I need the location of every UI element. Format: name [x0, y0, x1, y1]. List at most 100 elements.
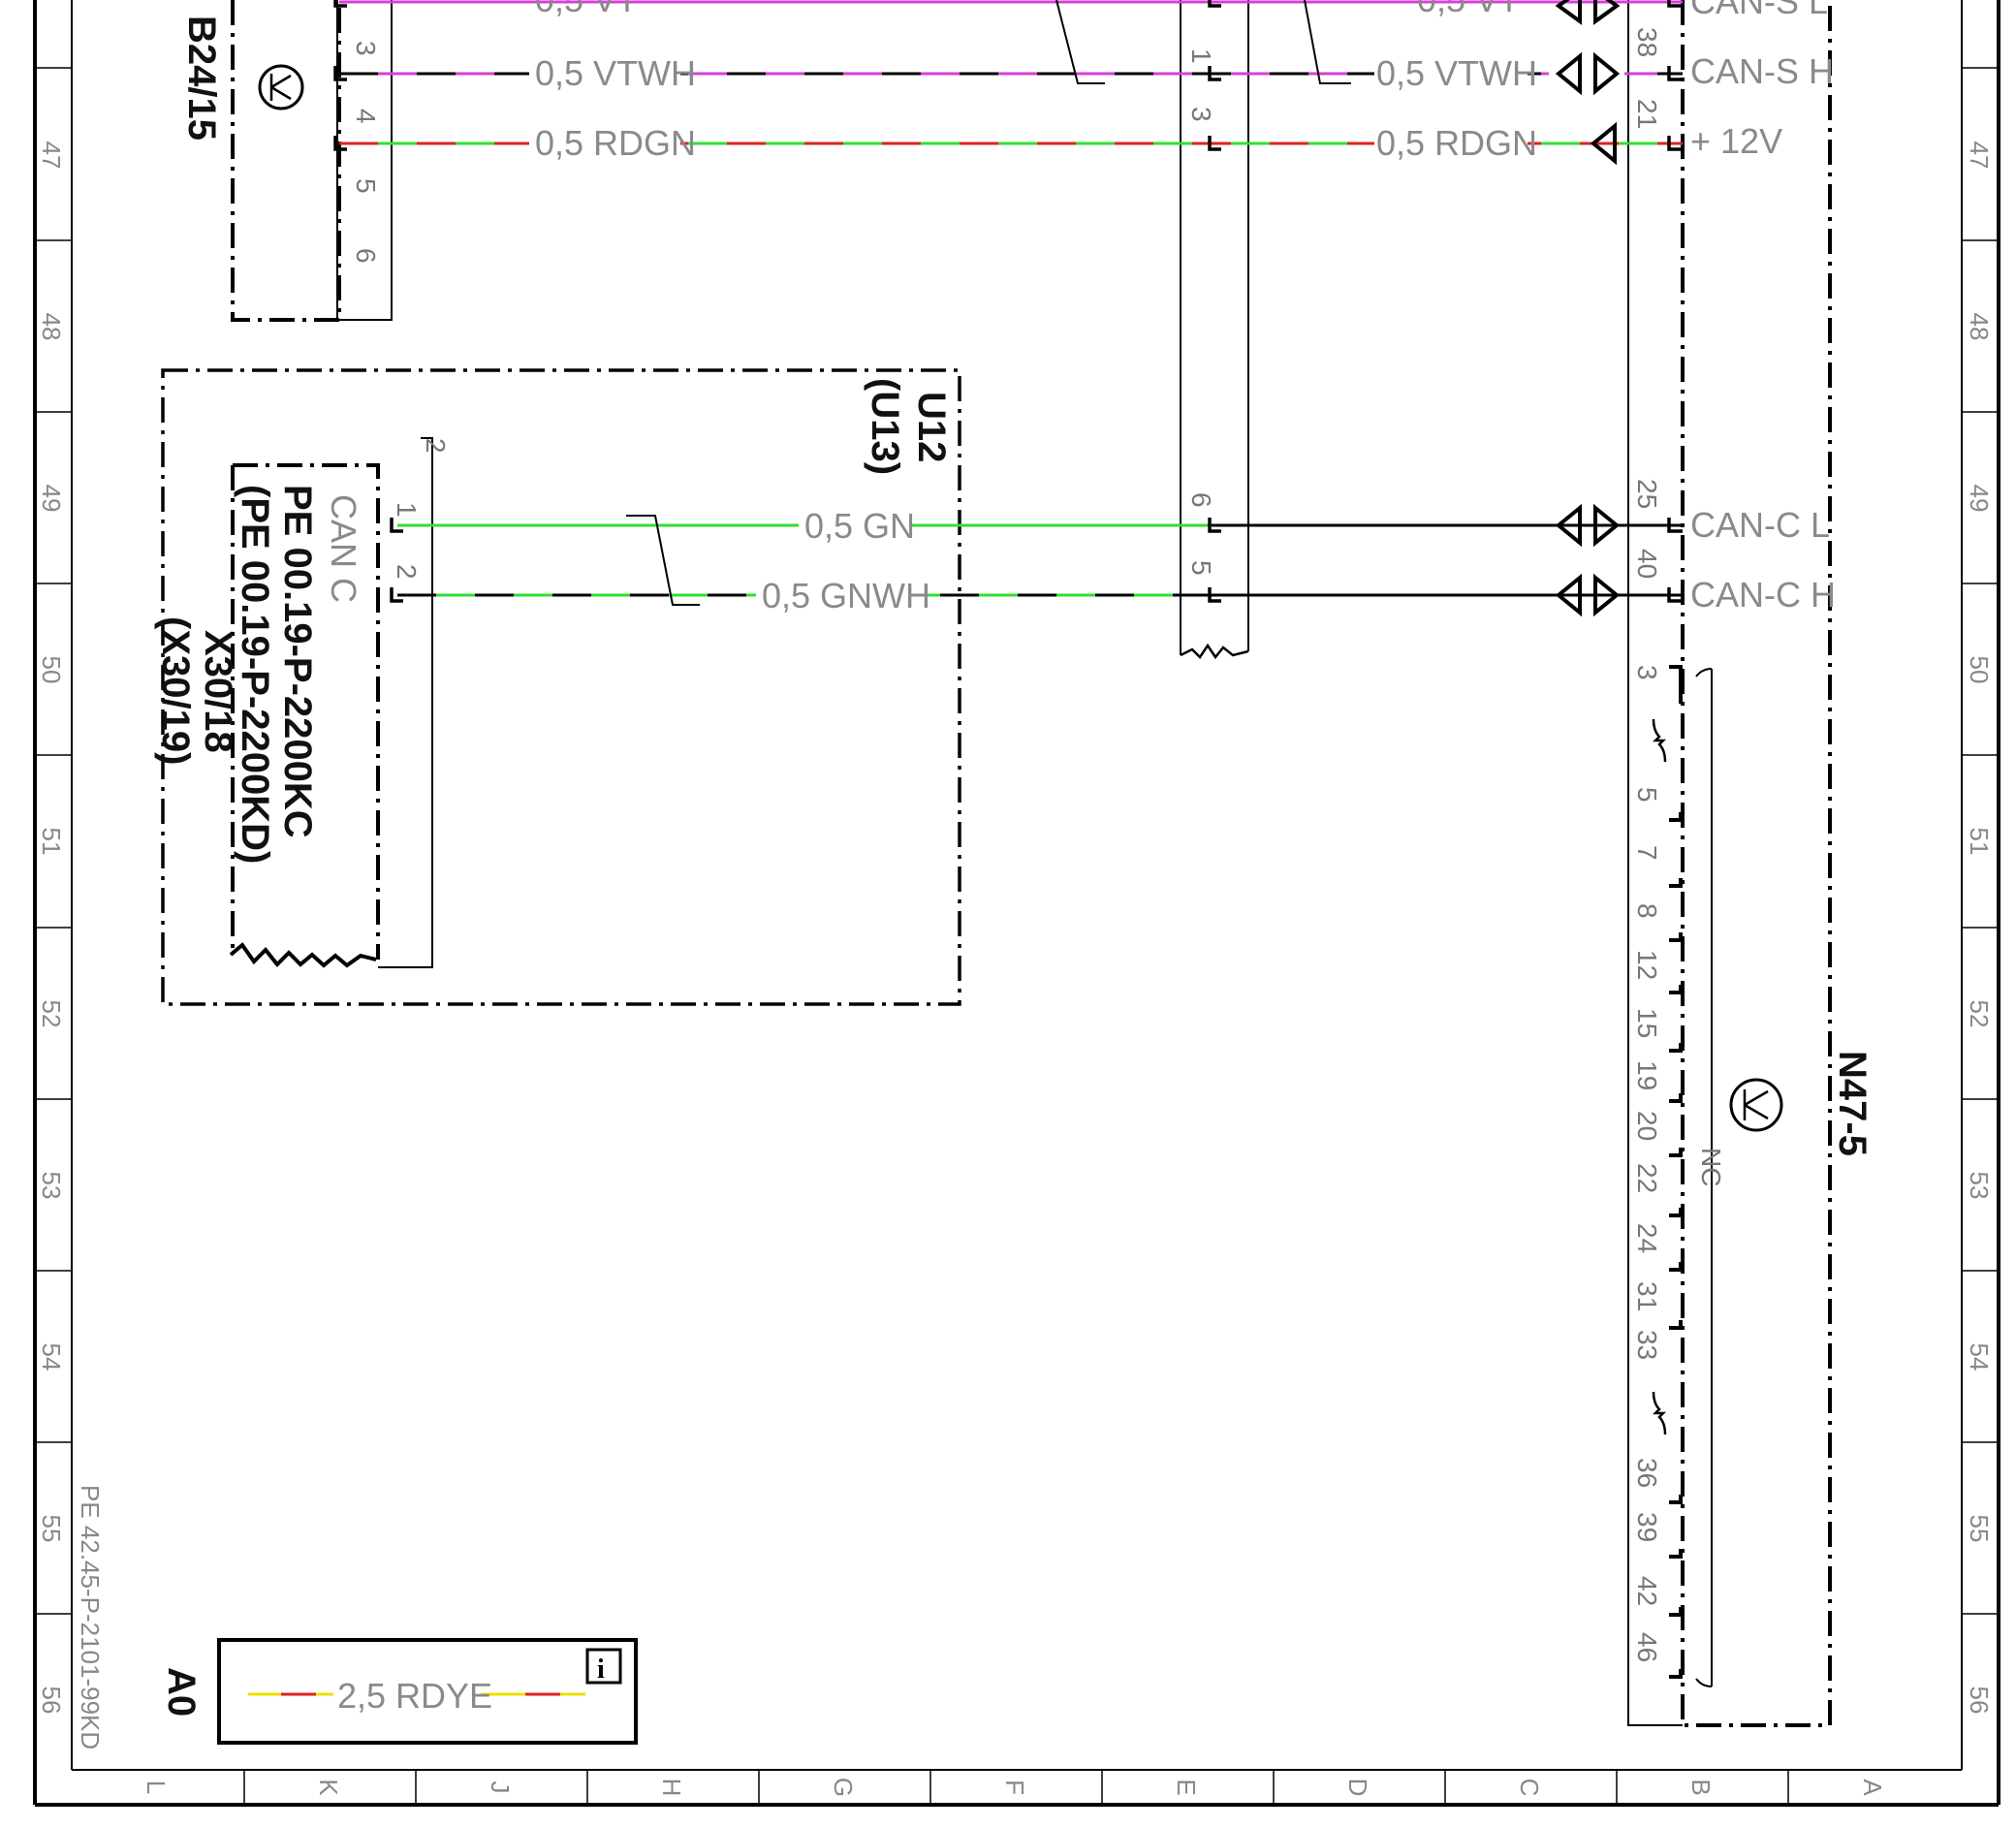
nc-pin: 42	[1632, 1576, 1662, 1606]
n47-pin: 25	[1632, 479, 1662, 509]
a0-wire-label: 2,5 RDYE	[337, 1676, 492, 1716]
column-letters: L K J H G F E D C B A	[142, 1778, 1887, 1797]
drawing-frame	[33, 0, 2000, 1807]
contacts	[333, 0, 1683, 603]
row-number: 53	[1965, 1172, 1994, 1200]
n47-signal: CAN-C L	[1690, 505, 1830, 545]
n47-signal: CAN-C H	[1690, 575, 1836, 615]
row-number: 54	[1965, 1343, 1994, 1371]
b24-pin: 5	[351, 178, 381, 194]
column-letter: B	[1686, 1779, 1716, 1795]
b24-pin: 6	[351, 248, 381, 264]
wire-vt: 0,5 VT 0,5 VT	[339, 0, 1683, 19]
transistor-symbol	[1729, 1078, 1783, 1132]
row-number: 50	[1965, 656, 1994, 684]
row-number: 50	[37, 656, 66, 684]
info-icon	[585, 1648, 622, 1685]
wire-label-gn: 0,5 GN	[804, 506, 915, 546]
nc-pin: 20	[1632, 1111, 1662, 1141]
n47-signal: + 12V	[1690, 121, 1782, 161]
row-number: 47	[37, 142, 66, 170]
row-number: 48	[1965, 313, 1994, 341]
wire-label-rdgn-right: 0,5 RDGN	[1376, 123, 1537, 163]
column-letter: E	[1172, 1779, 1201, 1795]
nc-pin: 36	[1632, 1458, 1662, 1488]
row-number: 52	[1965, 1000, 1994, 1028]
x30-pin-group: 2	[421, 438, 451, 454]
wire-label-vt-left: 0,5 VT	[535, 0, 638, 19]
row-number: 51	[37, 828, 66, 856]
nc-pin: 33	[1632, 1330, 1662, 1360]
row-number: 56	[37, 1686, 66, 1715]
column-ticks	[243, 1770, 1789, 1805]
row-number: 47	[1965, 142, 1994, 170]
nc-pin: 31	[1632, 1281, 1662, 1311]
x30-label: X30/18	[197, 630, 239, 753]
transistor-symbol	[258, 64, 304, 110]
row-numbers-left: 47 48 49 50 51 52 53 54 55 56	[37, 142, 66, 1715]
diagram-id: PE 42.45-P-2101-99KD	[76, 1485, 105, 1749]
splice-pin: 1	[1186, 48, 1216, 64]
splice-pin: 5	[1186, 560, 1216, 576]
nc-pin: 39	[1632, 1512, 1662, 1542]
wires: 0,5 VT 0,5 VT 0,5 VTWH 0,5 VTWH 0,5 RDGN…	[339, 0, 1683, 615]
wire-label-gnwh: 0,5 GNWH	[762, 576, 930, 615]
column-letter: C	[1515, 1779, 1544, 1797]
b24-pin: 4	[351, 109, 381, 124]
nc-pin: 19	[1632, 1060, 1662, 1090]
nc-pin: 8	[1632, 903, 1662, 919]
column-letter: L	[142, 1781, 171, 1794]
splice-pin: 6	[1186, 492, 1216, 508]
n47-component: N47-5 38 21 25 40 CAN-S L CAN-S H + 12V …	[1627, 0, 1874, 1727]
nc-pin: 24	[1632, 1223, 1662, 1253]
row-number: 49	[1965, 485, 1994, 513]
row-number: 52	[37, 1000, 66, 1028]
column-letter: D	[1343, 1779, 1372, 1797]
nc-pin: 22	[1632, 1163, 1662, 1193]
a0-legend: A0 2,5 RDYE i	[160, 1638, 638, 1745]
n47-label: N47-5	[1831, 1051, 1874, 1156]
column-letter: G	[829, 1778, 858, 1797]
n47-signal: CAN-S L	[1690, 0, 1828, 21]
wire-label-vtwh-right: 0,5 VTWH	[1376, 53, 1537, 93]
n47-pin: 40	[1632, 549, 1662, 579]
row-number: 51	[1965, 828, 1994, 856]
column-letter: K	[314, 1779, 343, 1796]
can-c-label: CAN C	[324, 494, 363, 603]
nc-pin: 5	[1632, 787, 1662, 803]
n47-pin: 21	[1632, 99, 1662, 129]
nc-pin: 3	[1632, 665, 1662, 680]
row-number: 55	[37, 1515, 66, 1543]
b24-pin: 3	[351, 41, 381, 56]
column-letter: J	[486, 1781, 515, 1794]
u12-component: U12 (U13)	[161, 368, 961, 1006]
column-letter: H	[657, 1779, 686, 1797]
nc-label: NC	[1696, 1148, 1726, 1186]
wire-vtwh: 0,5 VTWH 0,5 VTWH	[339, 53, 1683, 93]
u13-label: (U13)	[864, 378, 906, 475]
x30-pin: 1	[392, 502, 422, 518]
row-number: 53	[37, 1172, 66, 1200]
x30-ref-2: (PE 00.19-P-2200KD)	[234, 485, 276, 864]
u12-label: U12	[910, 392, 953, 462]
x30-component: 2 CAN C PE 00.19-P-2200KC (PE 00.19-P-22…	[154, 437, 451, 968]
a0-label: A0	[160, 1667, 203, 1717]
x30-label-alt: (X30/19)	[154, 616, 197, 765]
x30-pin: 2	[392, 564, 422, 580]
n47-pin: 38	[1632, 27, 1662, 57]
row-ticks	[35, 67, 1999, 1615]
column-letter: A	[1858, 1779, 1887, 1796]
connector-arrows	[1555, 0, 1621, 617]
nc-pin: 15	[1632, 1008, 1662, 1038]
b24-component: B24/15 3 4 5 6	[180, 0, 393, 322]
nc-pin: 12	[1632, 950, 1662, 980]
info-icon-glyph: i	[597, 1655, 605, 1685]
splice-connector: 1 3 6 5	[1180, 0, 1249, 660]
splice-pin: 3	[1186, 107, 1216, 122]
n47-signal: CAN-S H	[1690, 51, 1834, 91]
column-letter: F	[1000, 1780, 1029, 1795]
nc-pin: 46	[1632, 1632, 1662, 1662]
wire-label-rdgn-left: 0,5 RDGN	[535, 123, 696, 163]
row-number: 48	[37, 313, 66, 341]
row-number: 49	[37, 485, 66, 513]
